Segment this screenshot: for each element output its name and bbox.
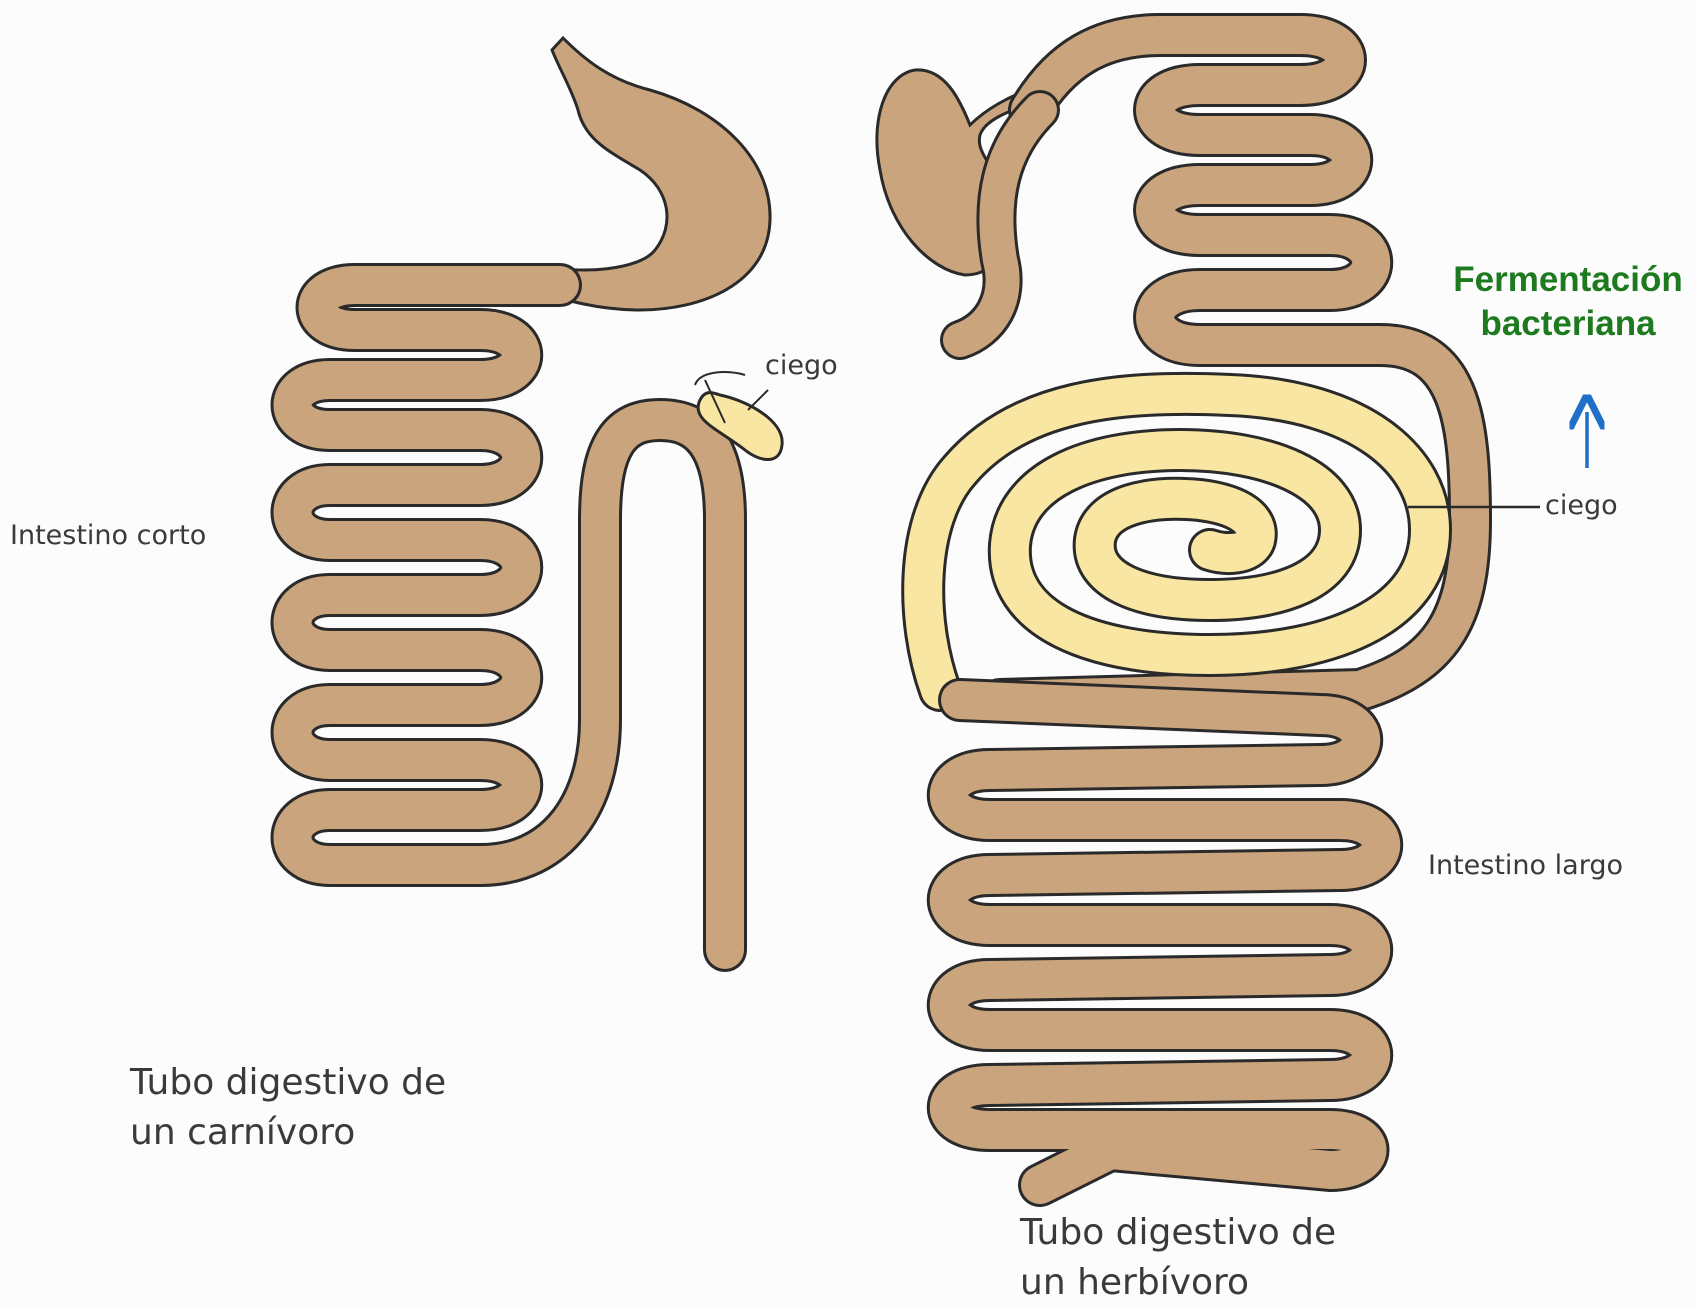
herbivore-caption-line1: Tubo digestivo de (1020, 1208, 1336, 1258)
herbivore-large-intestine (949, 700, 1382, 1185)
large-intestine-label: Intestino largo (1428, 850, 1623, 881)
herbivore-cecum-label: ciego (1545, 490, 1618, 521)
herbivore-caption-line2: un herbívoro (1020, 1258, 1336, 1308)
carnivore-cecum-label: ciego (765, 350, 838, 381)
fermentation-line2: bacteriana (1440, 302, 1696, 346)
small-intestine-label: Intestino corto (10, 520, 206, 551)
herbivore-tract (877, 35, 1540, 1185)
carnivore-tract (293, 38, 783, 950)
carnivore-caption-line1: Tubo digestivo de (130, 1058, 446, 1108)
carnivore-caption: Tubo digestivo de un carnívoro (130, 1058, 446, 1158)
herbivore-caption: Tubo digestivo de un herbívoro (1020, 1208, 1336, 1308)
carnivore-caption-line2: un carnívoro (130, 1108, 446, 1158)
fermentation-line1: Fermentación (1440, 258, 1696, 302)
fermentation-label: Fermentación bacteriana (1440, 258, 1696, 346)
carnivore-small-intestine (293, 285, 726, 950)
